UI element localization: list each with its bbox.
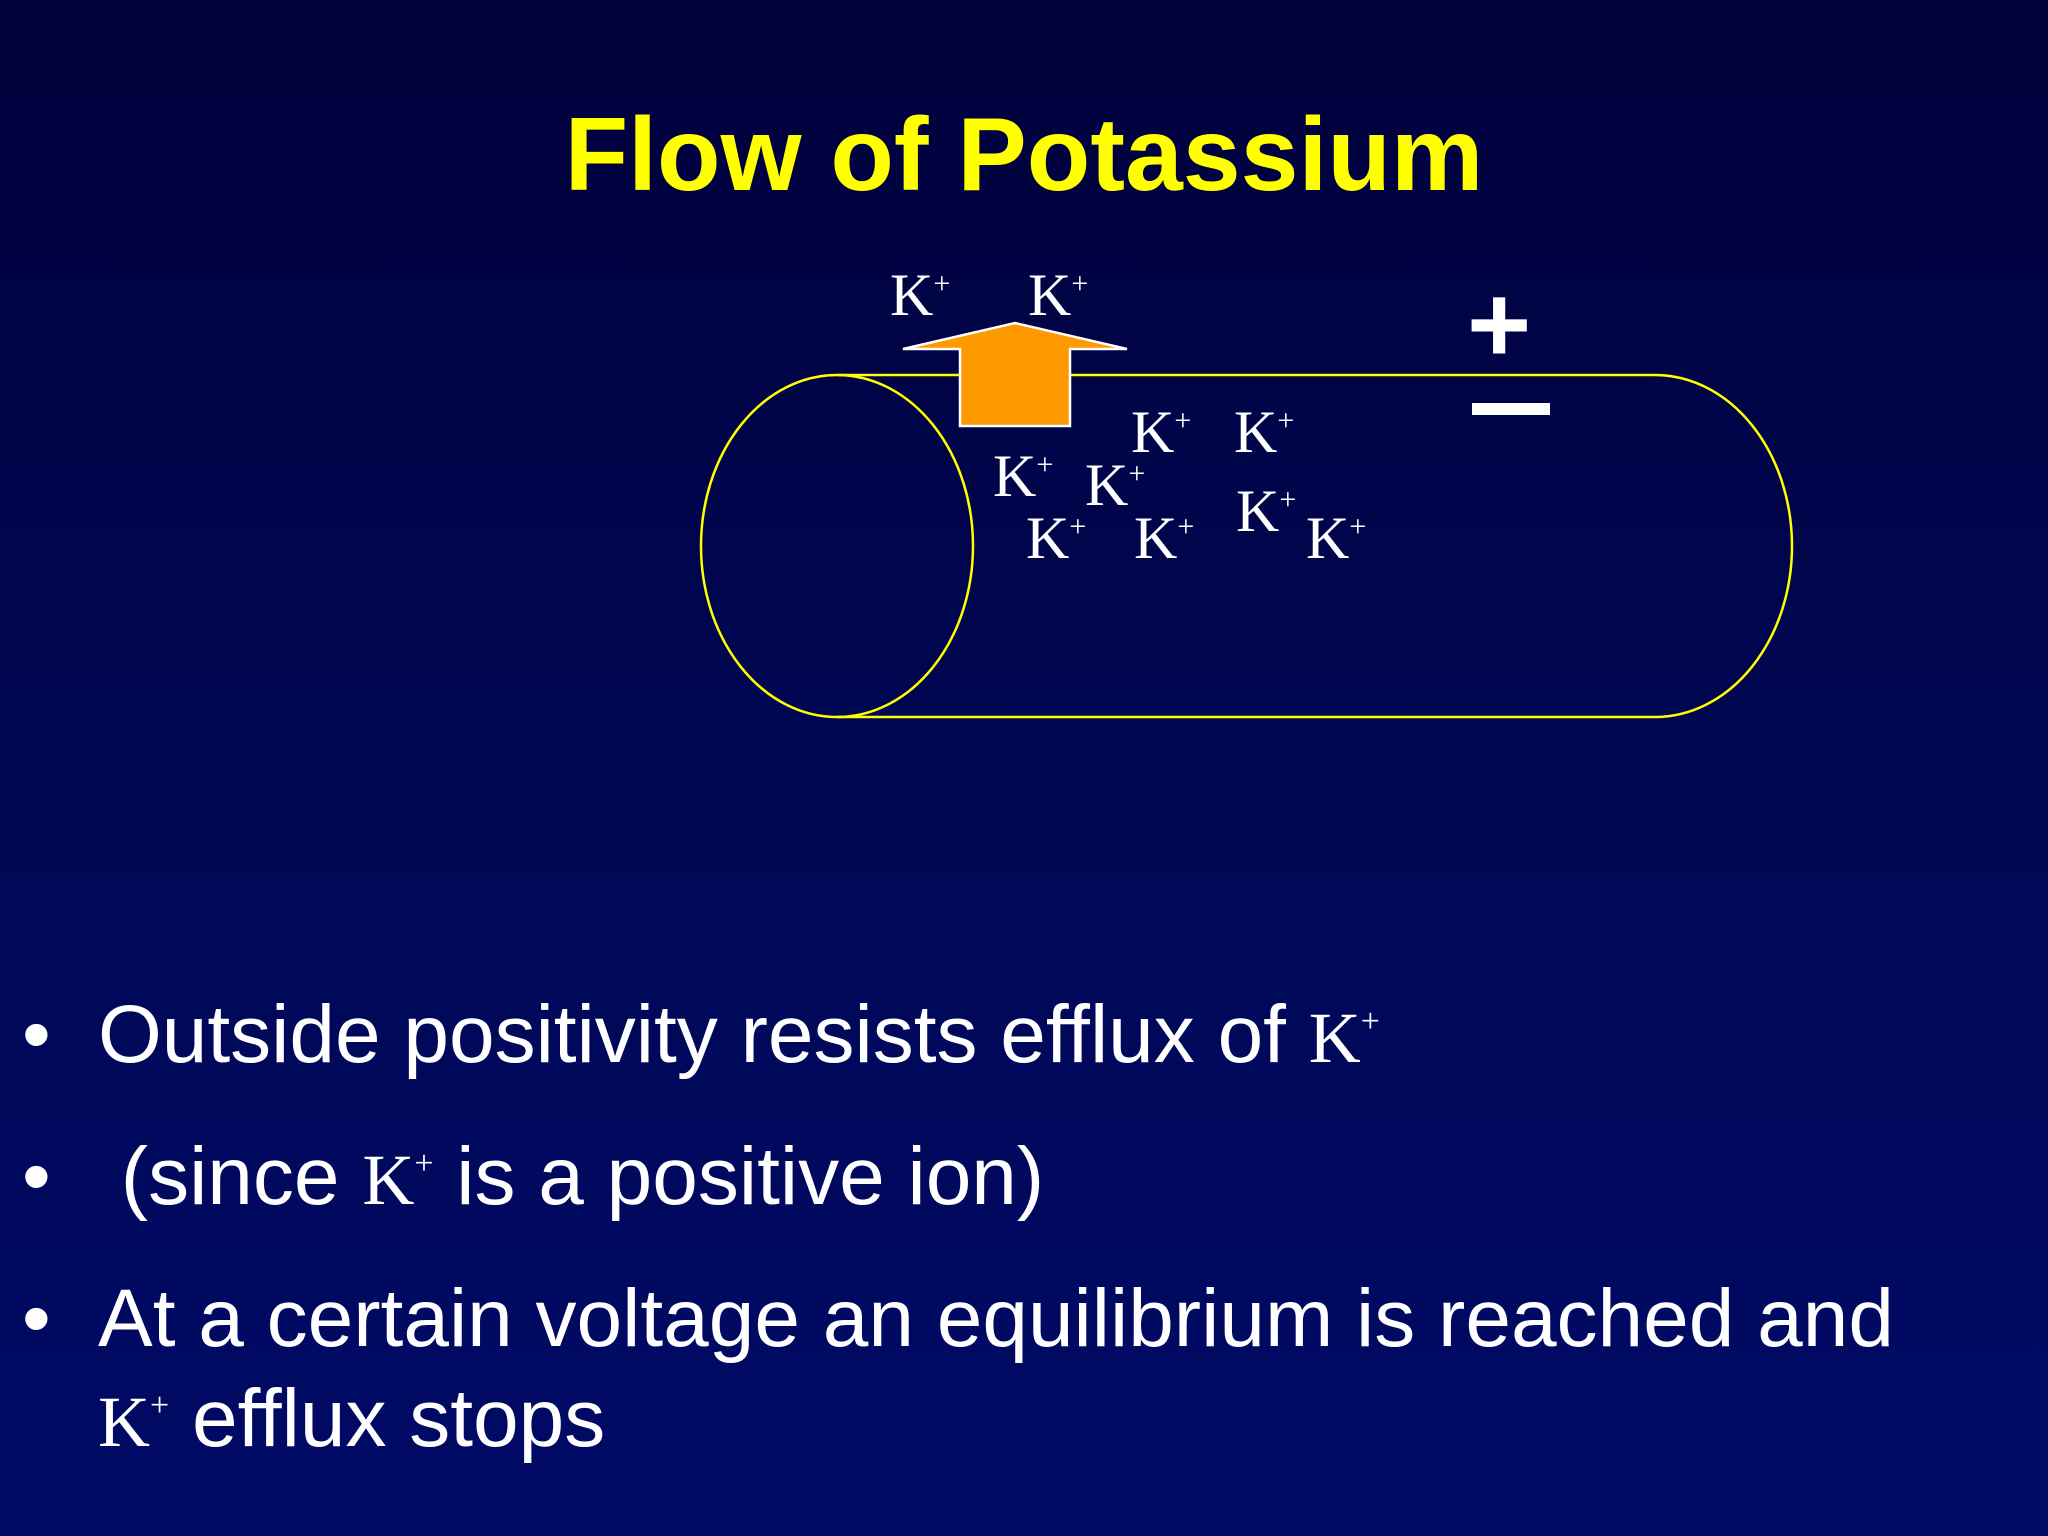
ion-outside: K+ bbox=[1028, 262, 1089, 328]
bullet-item: • (since K+ is a positive ion) bbox=[0, 1127, 2048, 1244]
bullet-item: • Outside positivity resists efflux of K… bbox=[0, 985, 2048, 1102]
bullet-list: • Outside positivity resists efflux of K… bbox=[0, 985, 2048, 1511]
positive-sign: + bbox=[1467, 263, 1532, 386]
ion-inside: K+ bbox=[1234, 399, 1295, 465]
bullet-marker: • bbox=[22, 989, 51, 1080]
ion-inside: K+ bbox=[1026, 505, 1087, 571]
potassium-ion: K+ bbox=[362, 1140, 434, 1220]
potassium-ion: K+ bbox=[1308, 998, 1380, 1078]
ion-inside: K+ bbox=[1236, 478, 1297, 544]
potassium-ion: K+ bbox=[98, 1382, 170, 1462]
ion-inside: K+ bbox=[1131, 399, 1192, 465]
efflux-arrow bbox=[902, 321, 1128, 428]
ion-outside: K+ bbox=[890, 262, 951, 328]
negative-sign: − bbox=[1472, 403, 1550, 415]
ion-inside: K+ bbox=[1134, 505, 1195, 571]
ion-inside: K+ bbox=[1306, 505, 1367, 571]
bullet-marker: • bbox=[22, 1273, 51, 1364]
ion-inside: K+ bbox=[993, 443, 1054, 509]
axon-cylinder bbox=[699, 321, 1794, 719]
axon-diagram: K+ K+ K+ K+ K+ K+ K+ K+ K+ K+ + − bbox=[699, 262, 1794, 719]
cylinder-outline bbox=[837, 373, 1794, 719]
ion-inside: K+ bbox=[1085, 452, 1146, 518]
bullet-item: • At a certain voltage an equilibrium is… bbox=[0, 1269, 1948, 1486]
cylinder-end-cap bbox=[699, 373, 975, 719]
slide-title: Flow of Potassium bbox=[564, 97, 1484, 213]
bullet-marker: • bbox=[22, 1131, 51, 1222]
